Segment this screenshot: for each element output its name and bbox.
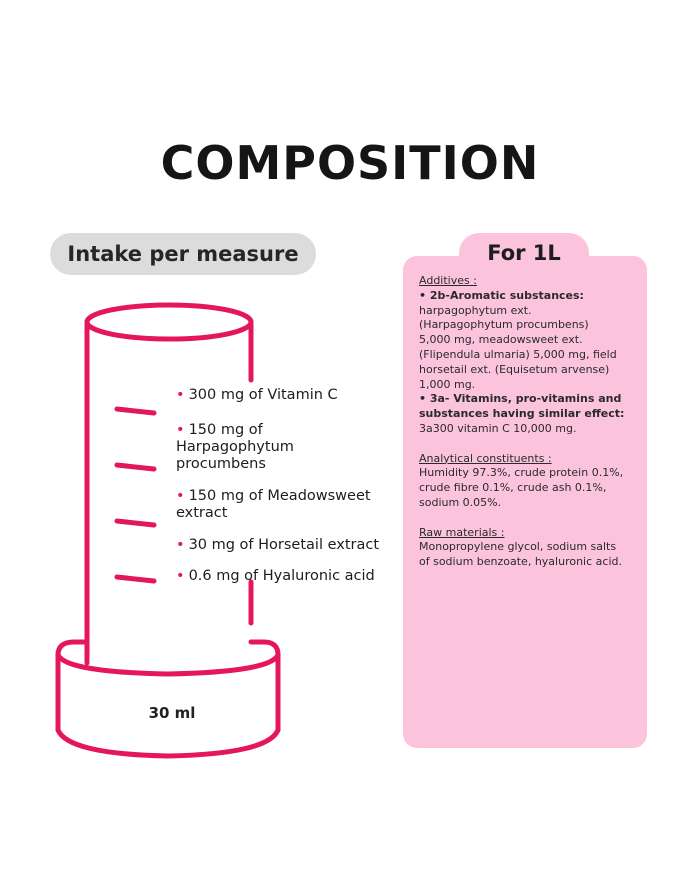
- base-inner-front-edge: [55, 652, 281, 677]
- intake-label: Intake per measure: [67, 242, 299, 266]
- ingredient-item: •0.6 mg of Hyaluronic acid: [176, 568, 391, 585]
- analytical-line: crude fibre 0.1%, crude ash 0.1%,: [419, 481, 607, 495]
- section-gap: [419, 511, 643, 526]
- additives-heading: Additives :: [419, 274, 477, 287]
- measure-tick: [114, 574, 157, 584]
- panel-tab-label: For 1L: [487, 241, 561, 265]
- measure-tick: [114, 518, 157, 528]
- raw-materials-line: Monopropylene glycol, sodium salts: [419, 540, 617, 554]
- aromatic-line: (Harpagophytum procumbens): [419, 318, 589, 332]
- measure-tick: [114, 406, 157, 416]
- aromatic-line: (Flipendula ulmaria) 5,000 mg, field: [419, 347, 617, 361]
- aromatic-line: harpagophytum ext.: [419, 303, 532, 317]
- vitamins-heading: • 3a- Vitamins, pro-vitamins and: [419, 392, 622, 406]
- ingredient-text: 300 mg of Vitamin C: [188, 387, 338, 403]
- measure-tick: [114, 462, 157, 472]
- base-top-right-edge: [248, 639, 281, 658]
- aromatic-line: horsetail ext. (Equisetum arvense): [419, 362, 610, 376]
- vitamins-heading: substances having similar effect:: [419, 407, 625, 421]
- analytical-line: sodium 0.05%.: [419, 495, 502, 509]
- volume-label: 30 ml: [148, 704, 196, 722]
- bullet-icon: •: [176, 387, 185, 403]
- ingredient-text: 150 mg of: [188, 422, 263, 438]
- ingredient-text: 30 mg of Horsetail extract: [188, 537, 380, 553]
- ingredient-text: 0.6 mg of Hyaluronic acid: [188, 568, 375, 584]
- raw-materials-line: of sodium benzoate, hyaluronic acid.: [419, 555, 622, 569]
- analytical-line: Humidity 97.3%, crude protein 0.1%,: [419, 466, 624, 480]
- analytical-heading: Analytical constituents :: [419, 451, 552, 465]
- ingredient-item: •150 mg of Harpagophytum procumbens: [176, 422, 391, 473]
- bullet-icon: •: [176, 568, 185, 584]
- ingredient-item: •150 mg of Meadowsweet extract: [176, 488, 391, 522]
- ingredient-item: •300 mg of Vitamin C: [176, 387, 391, 404]
- bullet-icon: •: [176, 422, 185, 438]
- ingredient-text: Harpagophytum: [176, 439, 294, 455]
- ingredient-item: •30 mg of Horsetail extract: [176, 537, 391, 554]
- composition-panel: [403, 256, 647, 748]
- cylinder-top-rim: [84, 302, 254, 342]
- bullet-icon: •: [176, 488, 185, 504]
- base-bottom-edge: [55, 727, 281, 759]
- bullet-icon: •: [176, 537, 185, 553]
- page-title: COMPOSITION: [160, 136, 540, 190]
- panel-tab: For 1L: [459, 233, 589, 273]
- ingredient-text: extract: [176, 505, 228, 521]
- section-gap: [419, 437, 643, 452]
- aromatic-heading: • 2b-Aromatic substances:: [419, 288, 584, 302]
- intake-label-pill: Intake per measure: [50, 233, 316, 275]
- base-top-left-edge: [55, 639, 90, 658]
- raw-materials-heading: Raw materials :: [419, 525, 505, 539]
- aromatic-line: 1,000 mg.: [419, 377, 476, 391]
- composition-details: Additives : • 2b-Aromatic substances: ha…: [419, 274, 643, 570]
- ingredient-text: procumbens: [176, 456, 266, 472]
- ingredient-text: 150 mg of Meadowsweet: [188, 488, 371, 504]
- vitamins-line: 3a300 vitamin C 10,000 mg.: [419, 421, 577, 435]
- aromatic-line: 5,000 mg, meadowsweet ext.: [419, 333, 583, 347]
